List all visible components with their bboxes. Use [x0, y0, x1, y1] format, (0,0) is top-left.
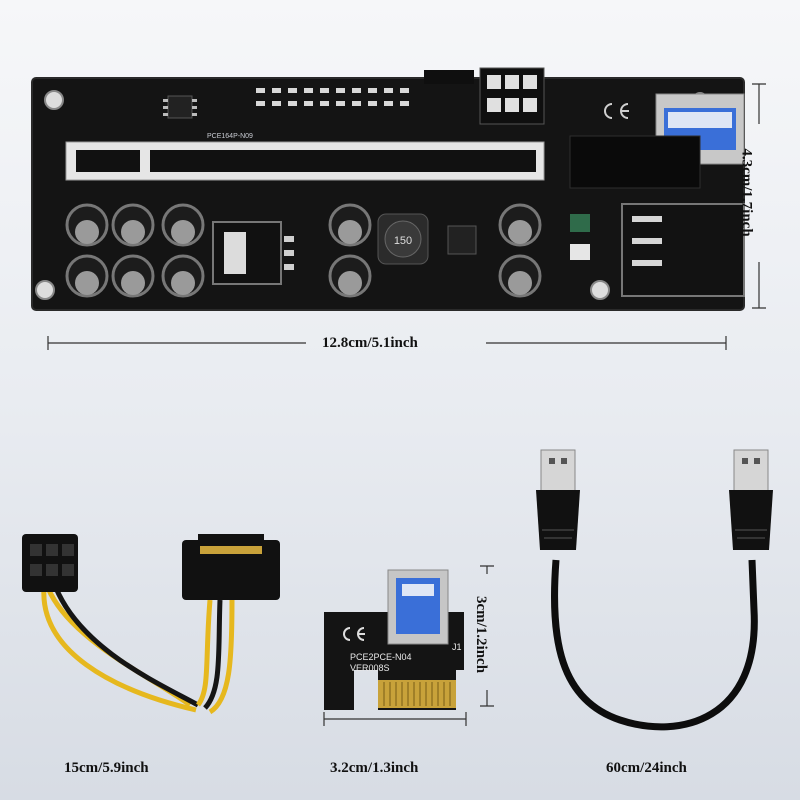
usb-cable-length-label: 60cm/24inch — [606, 760, 687, 776]
adapter-ce-mark — [343, 627, 365, 641]
adapter-width-dimension-line — [323, 712, 467, 726]
board-height-dimension-line — [752, 83, 766, 309]
power-cable-length-label: 15cm/5.9inch — [64, 760, 149, 776]
inductor-marking: 150 — [394, 235, 412, 247]
adapter-width-label: 3.2cm/1.3inch — [330, 760, 419, 776]
riser-pcb — [32, 78, 744, 310]
usb-extension-cable — [536, 449, 773, 731]
board-width-label: 12.8cm/5.1inch — [322, 335, 418, 351]
power-adapter-cable — [22, 534, 280, 715]
adapter-connector-ref: J1 — [452, 642, 462, 652]
ic-chip — [167, 95, 193, 119]
six-pin-plug — [22, 534, 78, 592]
adapter-model-line1: PCE2PCE-N04 — [350, 652, 412, 662]
board-width-dimension-line — [47, 336, 727, 350]
pcie-x1-adapter-card: PCE2PCE-N04 VER008S J1 — [324, 569, 464, 710]
ce-mark — [604, 103, 629, 119]
board-model-label: PCE164P-N09 — [207, 133, 253, 140]
capacitors — [65, 203, 542, 298]
adapter-height-dimension-line — [480, 565, 494, 707]
voltage-regulator — [212, 221, 282, 285]
adapter-height-label: 3cm/1.2inch — [473, 595, 490, 674]
led-row — [256, 88, 409, 106]
sata-plug — [182, 540, 280, 600]
board-height-label: 4.3cm/1.7inch — [738, 148, 755, 237]
adapter-model-line2: VER008S — [350, 663, 390, 673]
